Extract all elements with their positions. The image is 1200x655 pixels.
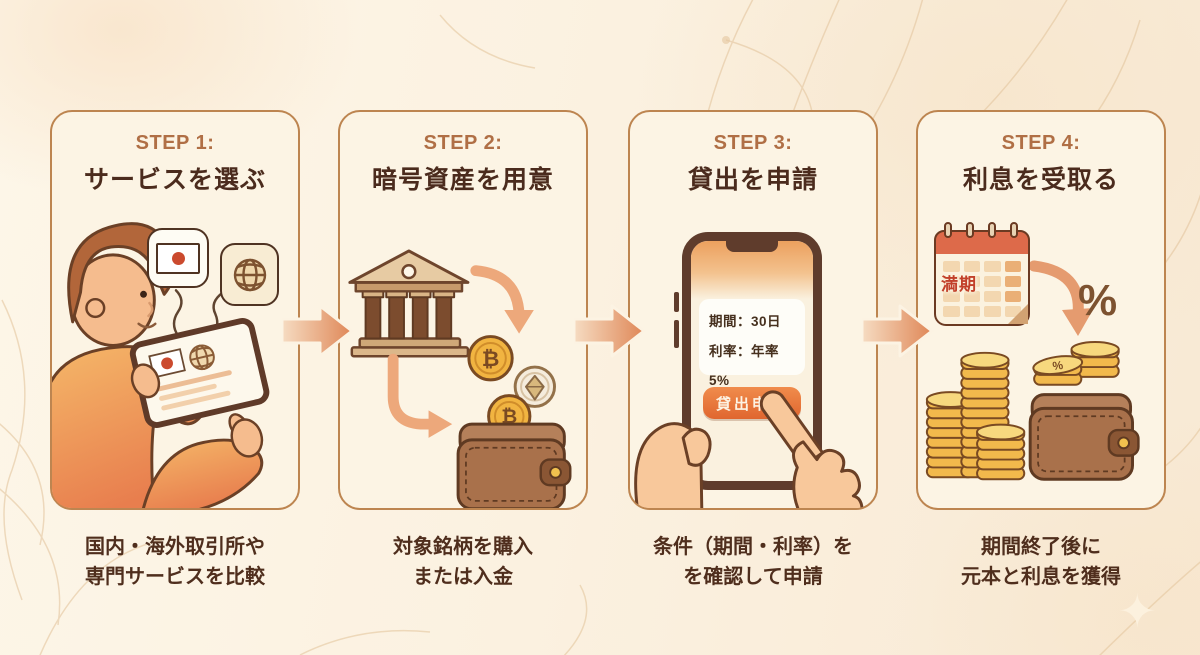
svg-text:₿: ₿ — [501, 405, 517, 428]
step4-caption-line1: 期間終了後に — [981, 536, 1101, 558]
right-hand — [792, 440, 864, 508]
tablet-globe-icon — [189, 344, 215, 371]
step2-caption-line2: または入金 — [413, 566, 513, 588]
japan-flag-badge — [147, 228, 209, 288]
person-with-tablet-illustration — [52, 222, 270, 508]
wallet-icon — [1028, 393, 1140, 481]
sparkle-icon: ✦ — [1118, 585, 1157, 637]
step2-caption: 対象銘柄を購入 または入金 — [323, 532, 603, 592]
japan-flag-icon — [156, 242, 200, 274]
bank-to-wallet-illustration: ₿ ₿ — [348, 249, 572, 508]
maturity-label: 満期 — [941, 275, 977, 294]
step3-title: 貸出を申請 — [687, 166, 818, 194]
arrow-step1-to-step2 — [282, 304, 354, 358]
step1-card: STEP 1: サービスを選ぶ — [50, 110, 300, 510]
calendar-icon: 満期 — [934, 222, 1030, 326]
step3-label: STEP 3: — [713, 132, 793, 154]
globe-badge — [220, 243, 279, 306]
coin-stack-icon — [976, 423, 1026, 481]
step2-card: ₿ ₿ — [338, 110, 588, 510]
bank-icon — [348, 249, 470, 358]
calendar-ring — [966, 222, 974, 238]
globe-icon — [233, 258, 266, 291]
step1-caption-line2: 専門サービスを比較 — [85, 566, 265, 588]
arrow-step2-to-step3 — [574, 304, 646, 358]
wallet-icon — [456, 422, 572, 508]
percent-icon: % — [1078, 276, 1118, 325]
step3-caption-line1: 条件（期間・利率）を — [653, 536, 853, 558]
svg-text:₿: ₿ — [482, 347, 500, 372]
bank-to-coins-arrow — [470, 265, 534, 334]
step4-caption-line2: 元本と利息を獲得 — [961, 566, 1121, 588]
hands-illustration — [634, 390, 864, 508]
tablet — [129, 317, 270, 428]
step1-illustration — [52, 112, 298, 508]
step2-caption-line1: 対象銘柄を購入 — [393, 536, 533, 558]
step4-card: 満期 % — [916, 110, 1166, 510]
step2-label: STEP 2: — [423, 132, 503, 154]
step2-title: 暗号資産を用意 — [371, 166, 554, 194]
left-thumb — [681, 427, 712, 467]
step4-title: 利息を受取る — [962, 166, 1119, 194]
calendar-ring — [1010, 222, 1018, 238]
tablet-text-lines — [156, 370, 232, 411]
calendar-body: 満期 — [934, 254, 1030, 326]
step4-caption: 期間終了後に 元本と利息を獲得 — [901, 532, 1181, 592]
step1-label: STEP 1: — [135, 132, 215, 154]
person-hands — [130, 363, 264, 458]
step3-card: 期間：30日 利率：年率5% 貸出申請 STEP 3: 貸出を申請 — [628, 110, 878, 510]
arrow-step3-to-step4 — [862, 304, 934, 358]
percent-coin-stack-icon: % — [1032, 355, 1084, 386]
step2-illustration: ₿ ₿ — [340, 112, 586, 508]
step1-caption: 国内・海外取引所や 専門サービスを比較 — [35, 532, 315, 592]
step3-caption-line2: を確認して申請 — [683, 566, 823, 588]
bitcoin-coin-icon: ₿ — [467, 335, 514, 382]
bank-to-wallet-arrow — [387, 353, 453, 438]
calendar-ring — [988, 222, 996, 238]
ethereum-coin-icon — [513, 365, 556, 408]
step1-title: サービスを選ぶ — [83, 166, 266, 194]
step3-caption: 条件（期間・利率）を を確認して申請 — [613, 532, 893, 592]
step4-label: STEP 4: — [1001, 132, 1081, 154]
step1-caption-line1: 国内・海外取引所や — [85, 536, 265, 558]
calendar-ring — [944, 222, 952, 238]
calendar-page-curl — [1008, 304, 1028, 324]
